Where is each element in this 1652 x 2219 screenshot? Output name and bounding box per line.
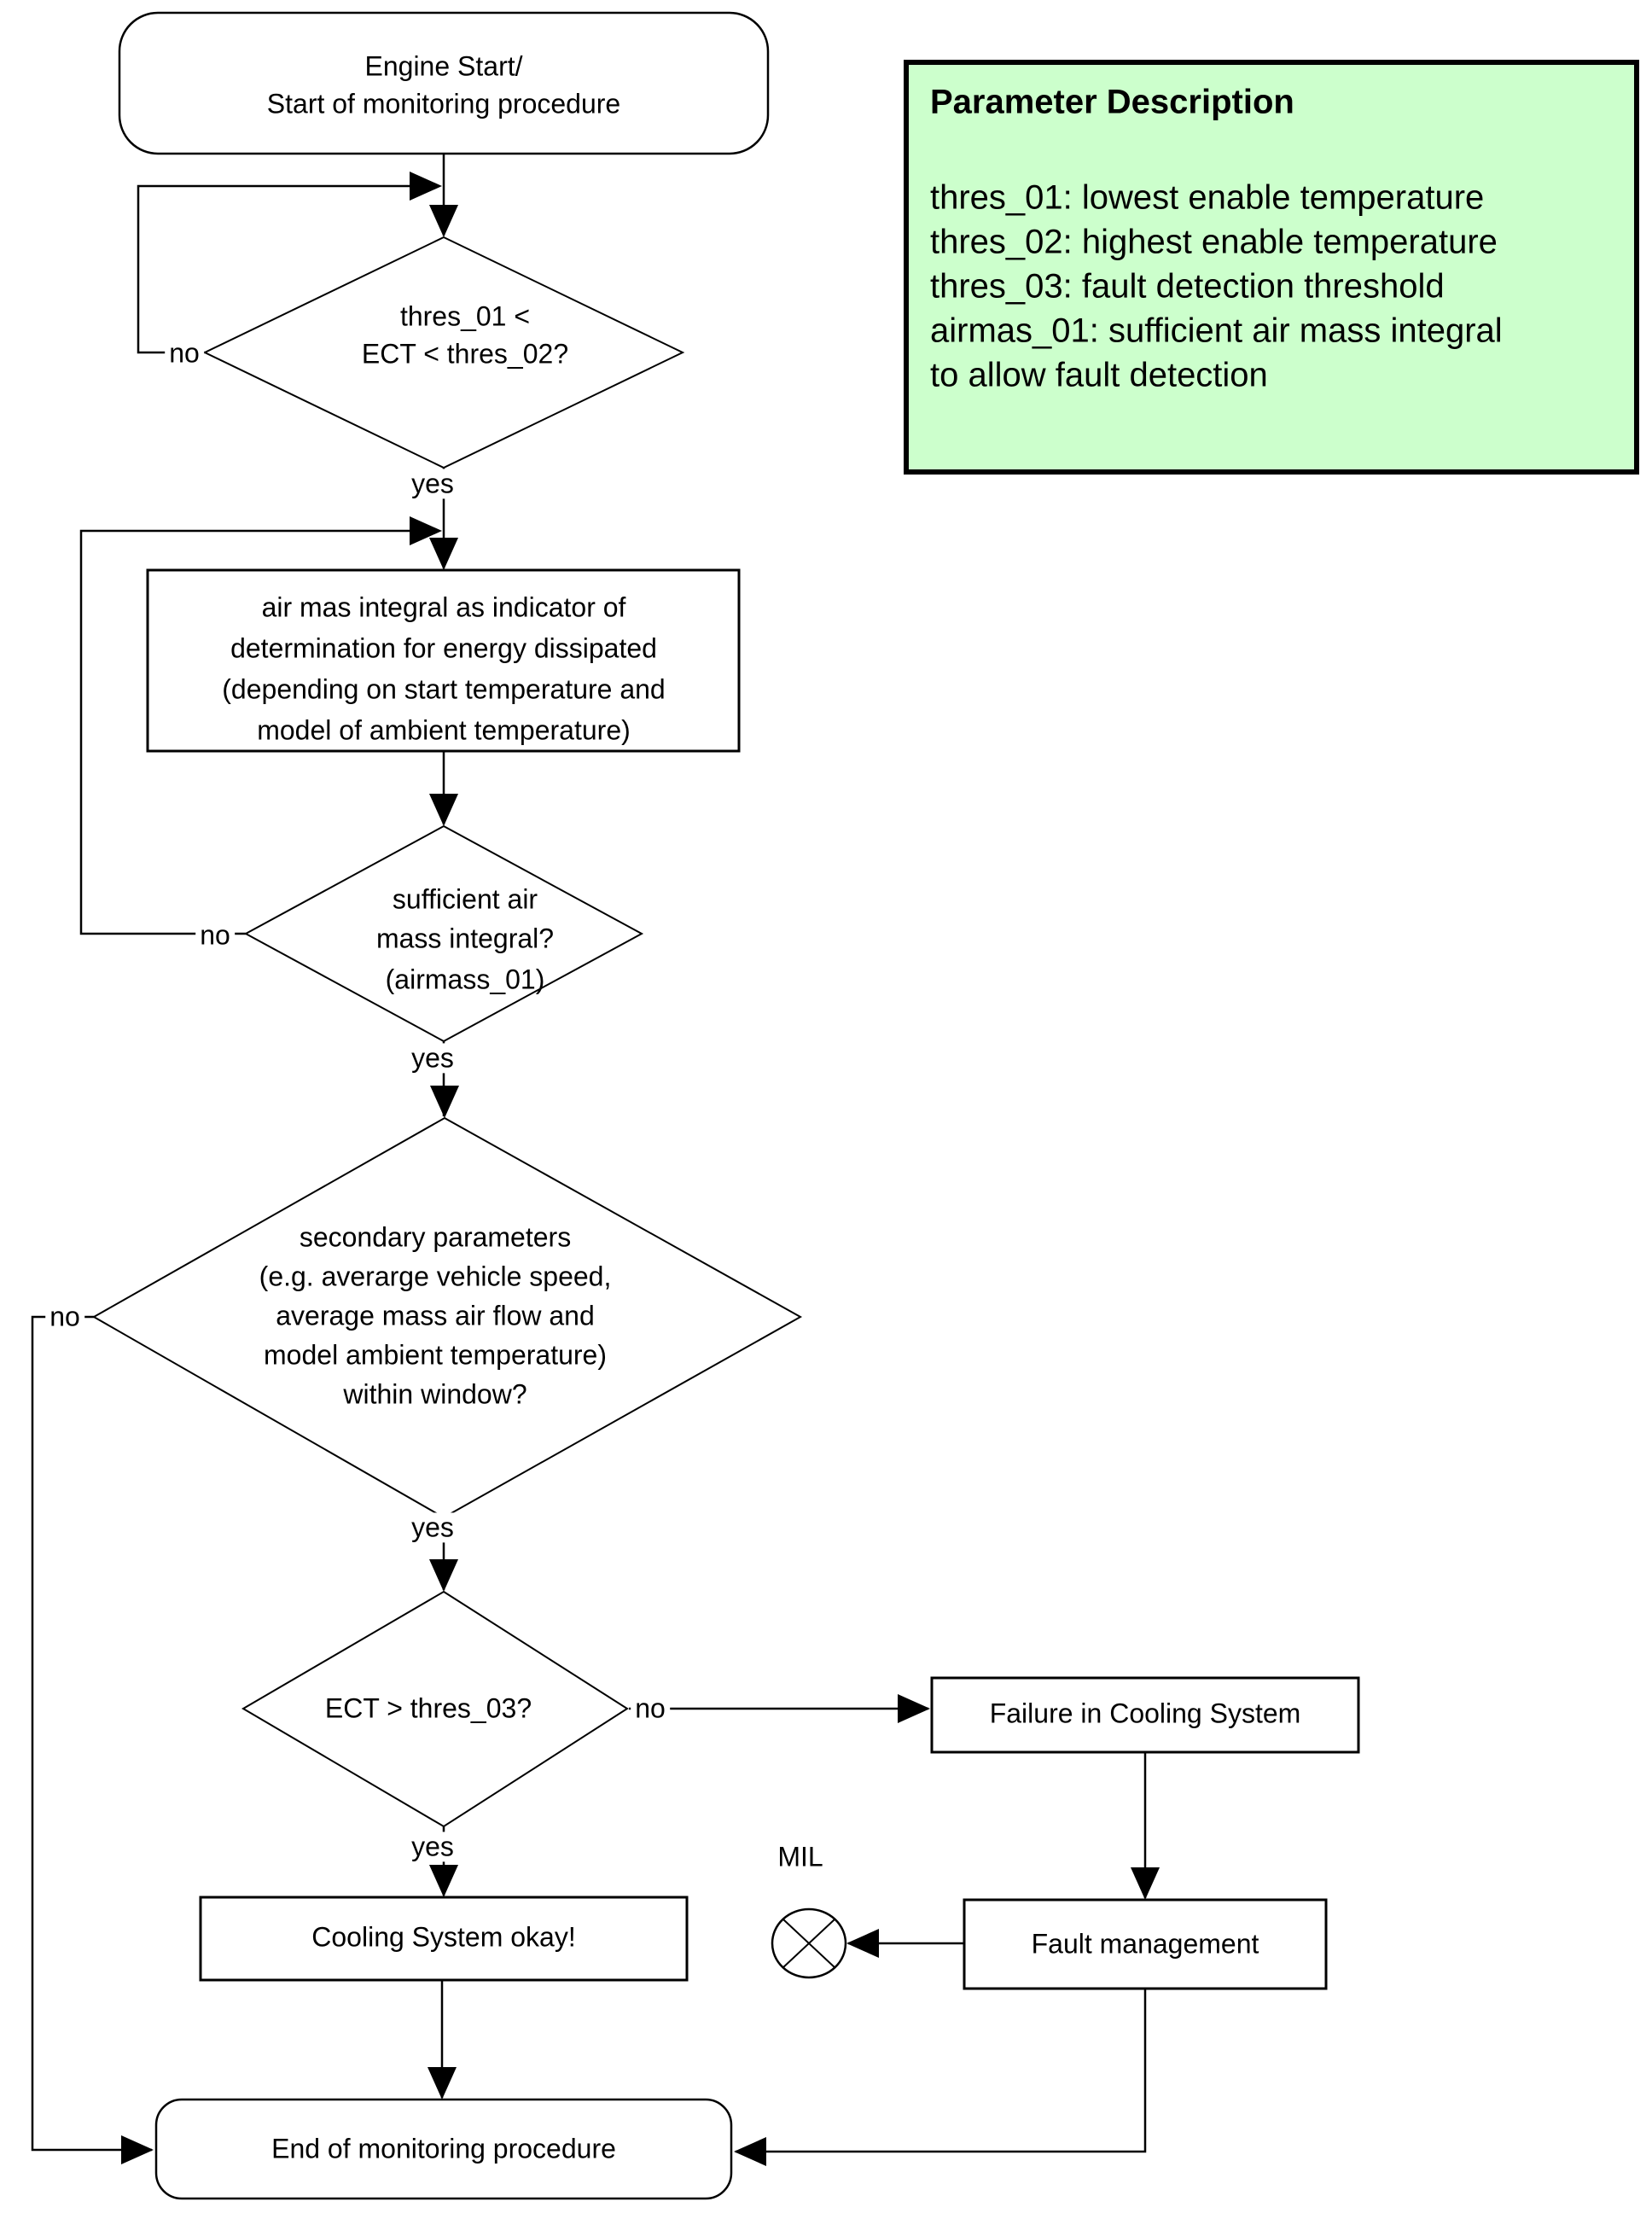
arrowhead-into-failure (898, 1694, 930, 1723)
mil-label: MIL (777, 1841, 823, 1872)
decision-ect-thres03-shape (241, 1590, 629, 1828)
start-node-label: Engine Start/ (364, 50, 523, 82)
parameter-legend-box (904, 60, 1639, 475)
edge-label-no: no (165, 338, 204, 369)
edge-label-yes: yes (407, 469, 458, 499)
edge-label-no: no (45, 1302, 84, 1332)
arrowhead-into-d2 (429, 794, 458, 826)
decision-airmass-label: mass integral? (375, 923, 555, 954)
decision-secondary-params-label: average mass air flow and (276, 1300, 595, 1331)
legend-title: Parameter Description (930, 83, 1294, 121)
decision-ect-range-label: ECT < thres_02? (361, 338, 569, 370)
legend-line: airmas_01: sufficient air mass integral (930, 312, 1503, 350)
process-airmass-label: air mas integral as indicator of (261, 591, 626, 623)
arrowheads (121, 172, 1160, 2166)
arrowhead-into-airmass-rect (429, 538, 458, 570)
edge-label-no: no (195, 920, 235, 951)
decision-ect-range-label: thres_01 < (399, 300, 531, 332)
process-airmass-shape (146, 568, 741, 753)
arrowhead-d2-no-junction (410, 516, 442, 545)
arrowhead-into-d4 (429, 1559, 458, 1592)
edge-label-yes: yes (407, 1512, 458, 1543)
process-airmass-label: model of ambient temperature) (257, 714, 631, 746)
fault-management-shape (963, 1898, 1328, 1990)
edge-label-no: no (631, 1693, 670, 1724)
decision-airmass-label: sufficient air (392, 883, 538, 915)
connector-d3-no-loop (31, 1315, 152, 2152)
arrowhead-into-d3 (430, 1086, 459, 1118)
start-node-label: Start of monitoring procedure (266, 88, 621, 119)
failure-cooling-system-label: Failure in Cooling System (989, 1698, 1301, 1729)
decision-ect-range-shape (202, 236, 685, 469)
node-shapes (91, 11, 1360, 2200)
decision-secondary-params-label: (e.g. averarge vehicle speed, (259, 1261, 612, 1292)
arrowhead-into-mil (846, 1929, 879, 1958)
legend-line: thres_03: fault detection threshold (930, 267, 1445, 306)
arrowhead-into-d1 (429, 205, 458, 237)
fault-management-label: Fault management (1031, 1928, 1259, 1960)
arrowhead-d1-no-junction (410, 172, 442, 201)
decision-ect-thres03-label: ECT > thres_03? (324, 1692, 532, 1724)
end-node-shape (154, 2098, 733, 2200)
decision-airmass-label: (airmass_01) (385, 964, 545, 995)
legend-line: to allow fault detection (930, 356, 1268, 394)
legend-line: thres_02: highest enable temperature (930, 223, 1498, 261)
decision-airmass-shape (243, 824, 644, 1043)
start-node-shape (118, 11, 770, 155)
connector-d2-no-loop (79, 529, 439, 935)
edge-label-yes: yes (407, 1043, 458, 1074)
decision-secondary-params-label: model ambient temperature) (264, 1339, 607, 1371)
arrowhead-into-end-top (428, 2067, 457, 2100)
cooling-system-okay-label: Cooling System okay! (311, 1921, 576, 1953)
cooling-system-okay-shape (199, 1896, 689, 1982)
end-node-label: End of monitoring procedure (271, 2133, 616, 2164)
edge-label-yes: yes (407, 1832, 458, 1862)
process-airmass-label: determination for energy dissipated (230, 632, 657, 664)
failure-cooling-system-shape (930, 1676, 1360, 1754)
arrowhead-into-cooling-okay (429, 1865, 458, 1897)
arrowhead-into-end-left (121, 2135, 154, 2164)
arrowhead-into-end-right (734, 2137, 766, 2166)
arrowhead-into-fault-mgmt (1131, 1867, 1160, 1900)
process-airmass-label: (depending on start temperature and (222, 673, 666, 705)
decision-secondary-params-label: secondary parameters (299, 1221, 572, 1253)
legend-line: thres_01: lowest enable temperature (930, 178, 1485, 217)
connector-fault-to-end (736, 1989, 1147, 2153)
mil-lamp-cross-line (782, 1919, 835, 1969)
decision-secondary-params-label: within window? (343, 1378, 527, 1410)
